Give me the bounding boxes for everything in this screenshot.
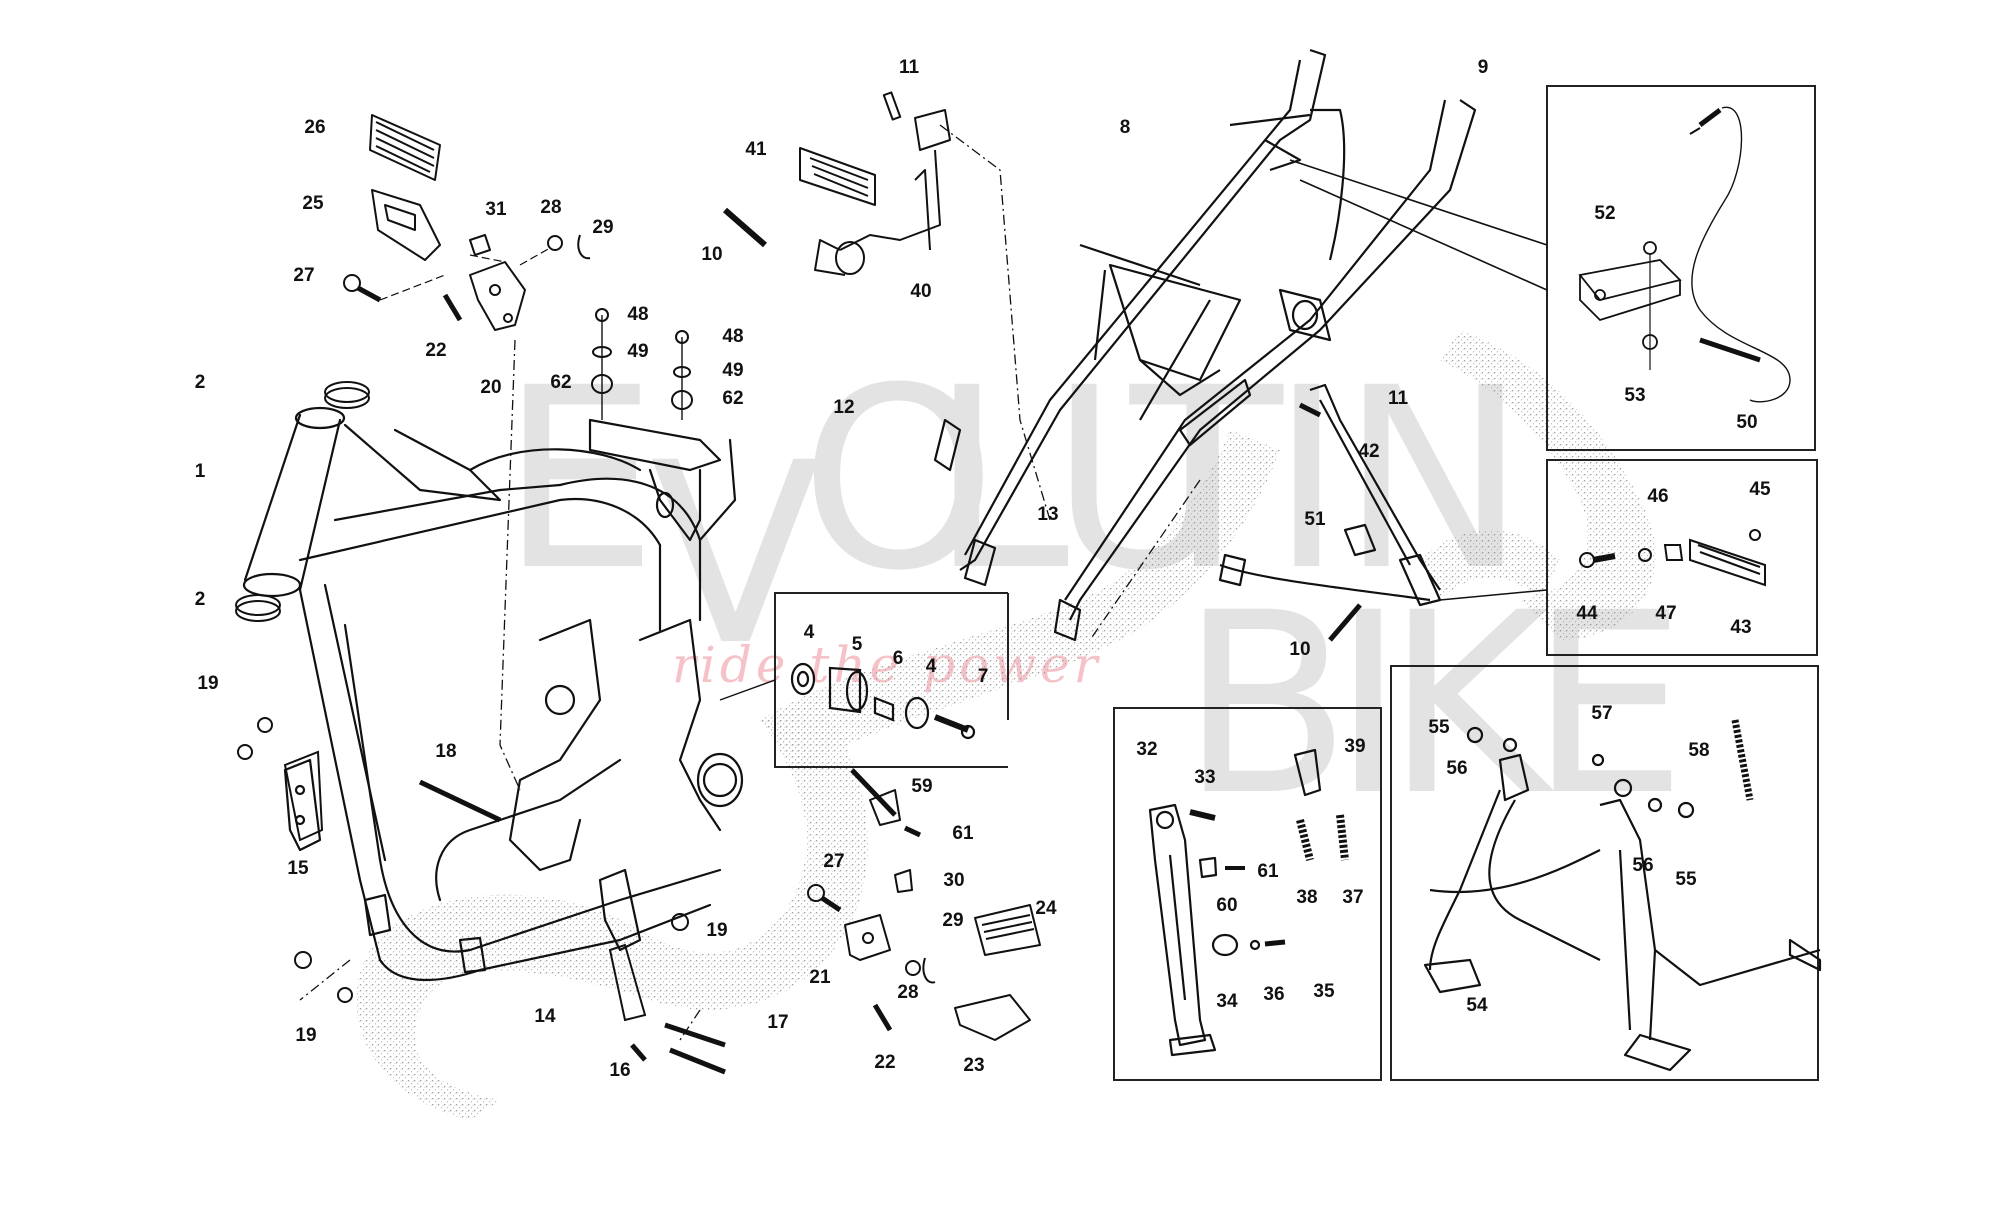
part-callout-43[interactable]: 43 (1730, 617, 1752, 638)
part-callout-48[interactable]: 48 (627, 304, 649, 325)
part-callout-59[interactable]: 59 (911, 776, 933, 797)
box-cable (1546, 85, 1816, 451)
part-callout-16[interactable]: 16 (609, 1060, 631, 1081)
part-callout-4[interactable]: 4 (803, 622, 815, 643)
box-side-stand (1113, 707, 1382, 1081)
part-callout-24[interactable]: 24 (1035, 898, 1057, 919)
cable-box-parts (1578, 106, 1791, 403)
part-callout-41[interactable]: 41 (745, 139, 767, 160)
part-callout-55[interactable]: 55 (1428, 717, 1450, 738)
part-callout-29[interactable]: 29 (592, 217, 614, 238)
part-callout-18[interactable]: 18 (435, 741, 457, 762)
part-callout-62[interactable]: 62 (722, 388, 744, 409)
part-callout-56[interactable]: 56 (1632, 855, 1654, 876)
part-callout-17[interactable]: 17 (767, 1012, 789, 1033)
part-callout-48[interactable]: 48 (722, 326, 744, 347)
box-footrest (1546, 459, 1818, 656)
part-callout-13[interactable]: 13 (1037, 504, 1059, 525)
main-frame (242, 406, 744, 981)
part-callout-58[interactable]: 58 (1688, 740, 1710, 761)
part-callout-27[interactable]: 27 (293, 265, 315, 286)
part-callout-51[interactable]: 51 (1304, 509, 1326, 530)
part-callout-45[interactable]: 45 (1749, 479, 1771, 500)
part-callout-14[interactable]: 14 (534, 1006, 556, 1027)
part-callout-29[interactable]: 29 (942, 910, 964, 931)
part-callout-20[interactable]: 20 (480, 377, 502, 398)
part-callout-60[interactable]: 60 (1216, 895, 1238, 916)
part-callout-34[interactable]: 34 (1216, 991, 1238, 1012)
part-callout-15[interactable]: 15 (287, 858, 309, 879)
part-callout-62[interactable]: 62 (550, 372, 572, 393)
part-callout-47[interactable]: 47 (1655, 603, 1677, 624)
part-callout-56[interactable]: 56 (1446, 758, 1468, 779)
part-callout-53[interactable]: 53 (1624, 385, 1646, 406)
part-callout-61[interactable]: 61 (1257, 861, 1279, 882)
part-callout-2[interactable]: 2 (194, 372, 206, 393)
swingarm-bushing-parts (719, 662, 976, 740)
part-callout-28[interactable]: 28 (897, 982, 919, 1003)
rear-footrest (723, 91, 951, 276)
head-bearings (235, 381, 370, 622)
part-callout-61[interactable]: 61 (952, 823, 974, 844)
part-callout-28[interactable]: 28 (540, 197, 562, 218)
detail-boxes (774, 85, 1819, 1081)
part-callout-9[interactable]: 9 (1477, 57, 1489, 78)
part-callout-22[interactable]: 22 (425, 340, 447, 361)
part-callout-38[interactable]: 38 (1296, 887, 1318, 908)
stipple-swoosh (356, 330, 1656, 1120)
part-callout-19[interactable]: 19 (295, 1025, 317, 1046)
part-callout-33[interactable]: 33 (1194, 767, 1216, 788)
part-callout-10[interactable]: 10 (701, 244, 723, 265)
part-callout-57[interactable]: 57 (1591, 703, 1613, 724)
part-callout-52[interactable]: 52 (1594, 203, 1616, 224)
part-callout-1[interactable]: 1 (194, 461, 206, 482)
part-callout-50[interactable]: 50 (1736, 412, 1758, 433)
part-callout-35[interactable]: 35 (1313, 981, 1335, 1002)
footrest-box-parts (1579, 529, 1766, 587)
construction-lines (299, 124, 1201, 1041)
part-callout-6[interactable]: 6 (892, 648, 904, 669)
part-callout-22[interactable]: 22 (874, 1052, 896, 1073)
part-callout-10[interactable]: 10 (1289, 639, 1311, 660)
part-callout-49[interactable]: 49 (627, 341, 649, 362)
center-stand-parts (1423, 719, 1822, 1072)
part-callout-8[interactable]: 8 (1119, 117, 1131, 138)
part-callout-4[interactable]: 4 (925, 656, 937, 677)
footrest-hanger (1218, 383, 1548, 642)
side-stand-parts (1148, 748, 1349, 1057)
part-callout-30[interactable]: 30 (943, 870, 965, 891)
part-callout-2[interactable]: 2 (194, 589, 206, 610)
part-callout-11[interactable]: 11 (1387, 388, 1409, 409)
part-callout-39[interactable]: 39 (1344, 736, 1366, 757)
subframe (933, 48, 1548, 642)
part-callout-46[interactable]: 46 (1647, 486, 1669, 507)
part-callout-21[interactable]: 21 (809, 967, 831, 988)
part-callout-27[interactable]: 27 (823, 851, 845, 872)
part-callout-5[interactable]: 5 (851, 634, 863, 655)
part-callout-42[interactable]: 42 (1358, 441, 1380, 462)
part-callout-23[interactable]: 23 (963, 1055, 985, 1076)
part-callout-55[interactable]: 55 (1675, 869, 1697, 890)
part-callout-31[interactable]: 31 (485, 199, 507, 220)
part-callout-26[interactable]: 26 (304, 117, 326, 138)
box-center-stand (1390, 665, 1819, 1081)
right-footrest-parts (807, 768, 1041, 1041)
part-callout-12[interactable]: 12 (833, 397, 855, 418)
lower-fasteners (237, 717, 726, 1075)
part-callout-32[interactable]: 32 (1136, 739, 1158, 760)
part-callout-54[interactable]: 54 (1466, 995, 1488, 1016)
part-callout-44[interactable]: 44 (1576, 603, 1598, 624)
part-callout-49[interactable]: 49 (722, 360, 744, 381)
part-callout-40[interactable]: 40 (910, 281, 932, 302)
part-callout-36[interactable]: 36 (1263, 984, 1285, 1005)
part-callout-37[interactable]: 37 (1342, 887, 1364, 908)
part-callout-19[interactable]: 19 (706, 920, 728, 941)
part-callout-7[interactable]: 7 (977, 666, 989, 687)
left-footrest-parts (343, 114, 693, 420)
part-callout-11[interactable]: 11 (898, 57, 920, 78)
part-callout-25[interactable]: 25 (302, 193, 324, 214)
part-callout-19[interactable]: 19 (197, 673, 219, 694)
